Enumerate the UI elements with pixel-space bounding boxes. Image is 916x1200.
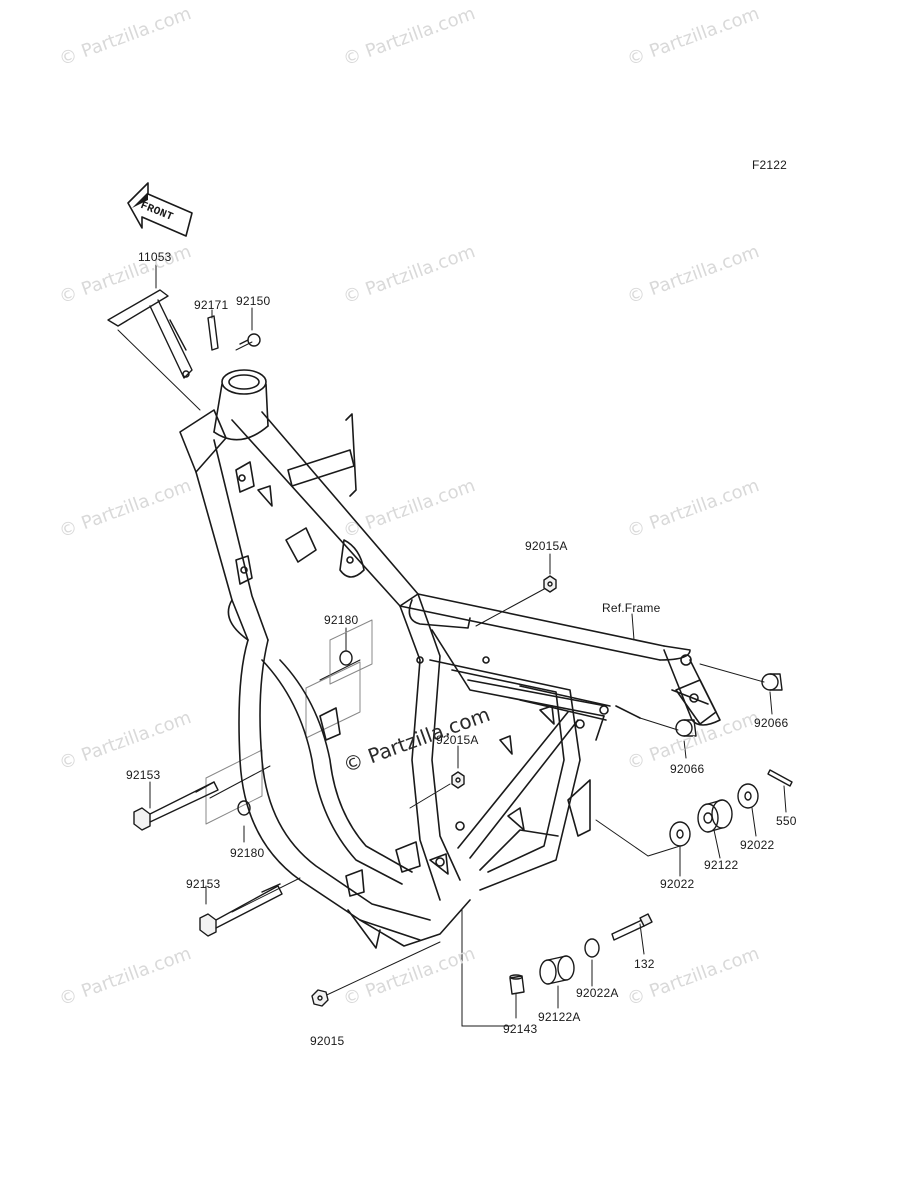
part-92022-left-washer: [669, 821, 691, 847]
part-label: 132: [634, 957, 655, 971]
callout-plates: [205, 619, 373, 825]
part-92153-bottom-bolt: [199, 883, 283, 937]
part-92015-nut: [311, 989, 329, 1007]
part-label: 92022A: [576, 986, 619, 1000]
part-92171-strip: [207, 315, 219, 351]
diagram-code: F2122: [752, 158, 788, 172]
front-arrow-icon: [127, 182, 193, 237]
part-label: 92180: [324, 613, 359, 627]
part-label: 92122A: [538, 1010, 581, 1024]
part-92015a-mid-nut: [451, 771, 465, 789]
part-label: 92015: [310, 1034, 345, 1048]
part-92150-bolt: [239, 333, 261, 347]
part-550-pin: [767, 769, 793, 787]
part-label: 92153: [186, 877, 221, 891]
part-92153-top-bolt: [133, 781, 219, 831]
part-label: 92153: [126, 768, 161, 782]
part-92022-right-washer: [737, 783, 759, 809]
part-92122a-bushing: [539, 955, 575, 985]
leader-lines: [117, 263, 787, 1027]
part-92066-left-cap: [675, 719, 697, 737]
part-label: 550: [776, 814, 797, 828]
part-11053-bracket: [107, 289, 193, 379]
part-label: 92066: [754, 716, 789, 730]
part-92143-collar: [509, 974, 525, 995]
part-label: 92150: [236, 294, 271, 308]
part-label: 92122: [704, 858, 739, 872]
part-label: 92015A: [525, 539, 568, 553]
ref-frame-label: Ref.Frame: [602, 601, 661, 615]
part-label: 92022: [740, 838, 775, 852]
part-label: 11053: [138, 250, 172, 264]
part-92180-top-washer: [339, 650, 353, 666]
part-label: 92066: [670, 762, 705, 776]
part-92022a-washer: [584, 938, 600, 958]
part-92122-bushing: [697, 799, 733, 833]
part-label: 92015A: [436, 733, 479, 747]
part-92180-bottom-washer: [237, 800, 251, 816]
part-label: 92171: [194, 298, 229, 312]
part-label: 92180: [230, 846, 265, 860]
part-92015a-top-nut: [543, 575, 557, 593]
part-label: 92143: [503, 1022, 538, 1036]
part-label: 92022: [660, 877, 695, 891]
part-92066-right-cap: [761, 673, 783, 691]
part-132-bolt: [611, 913, 653, 941]
motorcycle-frame: [179, 369, 721, 949]
